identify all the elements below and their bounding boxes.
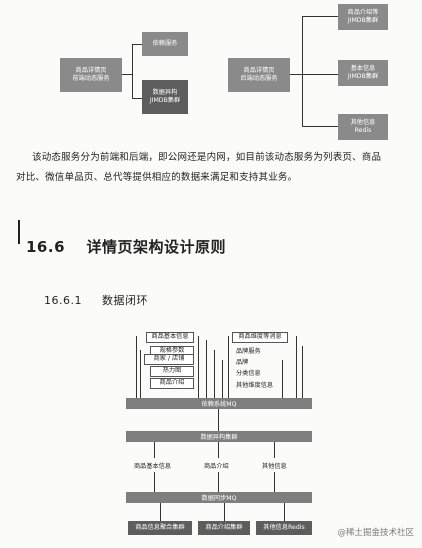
source-category: 分类信息 — [236, 370, 261, 377]
data-sync-mq-bar: 数据同步MQ — [126, 492, 312, 503]
mid-basic-info: 商品基本信息 — [134, 463, 172, 470]
subsection-heading: 16.6.1 数据闭环 — [44, 292, 148, 308]
other-redis-box: 其他信息Redis — [256, 521, 312, 535]
mid-other-info: 其他信息 — [262, 463, 287, 470]
watermark: @稀土掘金技术社区 — [337, 526, 414, 538]
front-end-service-node: 商品详情页 前端动态服务 — [60, 58, 122, 92]
source-brand-service: 品牌服务 — [236, 348, 261, 355]
paragraph-line: 对比、微信单品页、总代等提供相应的数据来满足和支持其业务。 — [16, 172, 298, 183]
source-heatmap: 热力图 — [150, 366, 194, 377]
jimdb-basic-cluster-node: 基本信息 JIMDB集群 — [338, 60, 388, 86]
jimdb-intro-cluster-node: 商品介绍等 JIMDB集群 — [338, 4, 388, 30]
hetero-cluster-bar: 数据异构集群 — [126, 431, 312, 442]
section-number: 16.6 — [26, 238, 66, 256]
redis-other-node: 其他信息 Redis — [338, 114, 388, 140]
jimdb-hetero-node: 数据异构 JIMDB集群 — [142, 80, 188, 114]
source-basic-info: 商品基本信息 — [146, 332, 194, 343]
body-paragraph: 该动态服务分为前端和后端，即公网还是内网，如目前该动态服务为列表页、商品 对比、… — [16, 148, 422, 188]
source-product-intro: 商品介绍 — [150, 378, 194, 389]
subsection-number: 16.6.1 — [44, 294, 82, 307]
intro-cluster-box: 商品介绍集群 — [198, 521, 250, 535]
dependency-service-node: 依赖服务 — [142, 32, 188, 56]
section-margin-rule — [18, 220, 20, 244]
dependency-mq-bar: 依赖系统MQ — [126, 398, 312, 409]
watermark-text: @稀土掘金技术社区 — [337, 528, 414, 538]
aggregation-cluster-box: 商品信息聚合集群 — [128, 521, 192, 535]
paragraph-line: 该动态服务分为前端和后端，即公网还是内网，如目前该动态服务为列表页、商品 — [32, 152, 382, 163]
mid-product-intro: 商品介绍 — [204, 463, 229, 470]
source-other-dimension: 其他维度信息 — [236, 382, 274, 389]
subsection-title: 数据闭环 — [102, 294, 148, 307]
back-end-service-node: 商品详情页 后端动态服务 — [228, 58, 290, 92]
source-dimension-msg: 商品维度等消息 — [232, 332, 288, 343]
source-brand: 品牌 — [236, 359, 249, 366]
section-heading: 16.6 详情页架构设计原则 — [26, 236, 226, 257]
section-title: 详情页架构设计原则 — [86, 238, 226, 256]
source-shop: 商家 / 店铺 — [144, 354, 194, 365]
